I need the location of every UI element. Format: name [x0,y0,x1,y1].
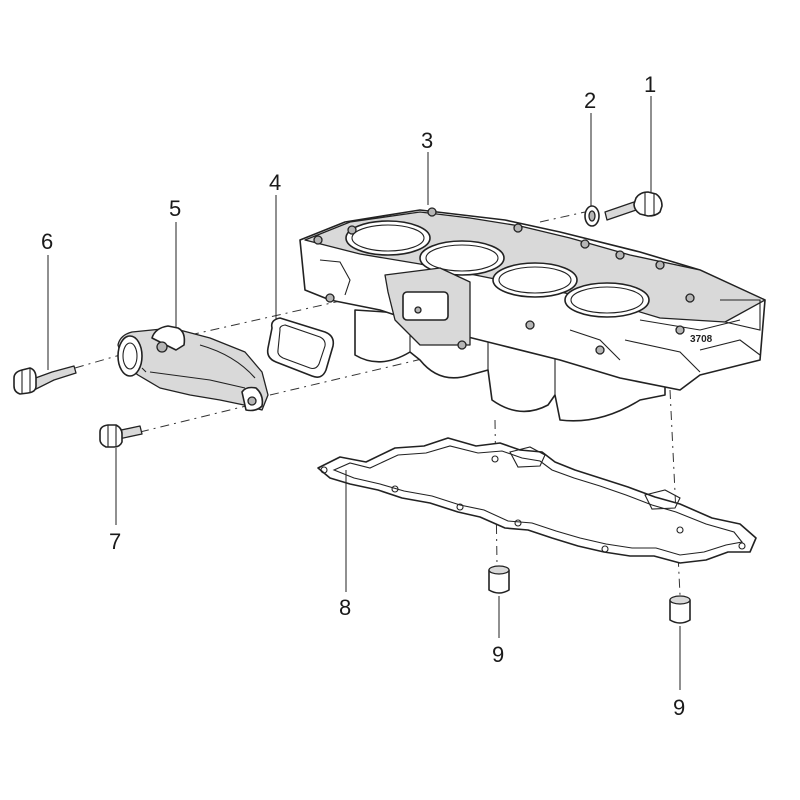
callout-4: 4 [269,170,281,195]
callout-1: 1 [644,72,656,97]
short-bolt [99,424,143,448]
callout-2: 2 [584,88,596,113]
callout-5: 5 [169,196,181,221]
callout-9-upper: 9 [492,642,504,667]
dowel-pin-2 [669,595,691,624]
callout-8: 8 [339,595,351,620]
callout-7: 7 [109,529,121,554]
oring-gasket [266,317,335,378]
callout-3: 3 [421,128,433,153]
casting-stamp: 3708 [690,334,713,345]
stud-bolt [604,191,663,221]
dowel-pin-1 [488,565,510,594]
callout-6: 6 [41,229,53,254]
long-bolt [13,365,77,395]
leader-lines [47,96,681,690]
water-outlet-housing [117,325,269,412]
callout-labels: 1 2 3 4 5 6 7 8 9 9 [41,72,685,720]
washer [584,205,600,227]
callout-9-lower: 9 [673,695,685,720]
base-gasket [317,437,757,564]
cylinder-block: 3708 [299,207,766,422]
